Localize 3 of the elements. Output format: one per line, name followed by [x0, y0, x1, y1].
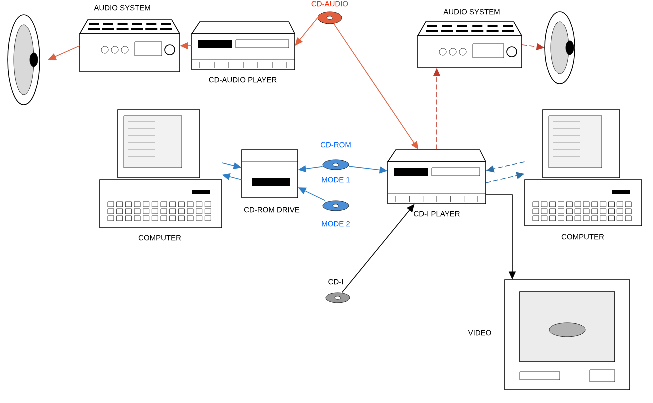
arrow	[295, 18, 318, 46]
speaker-drawing	[544, 12, 576, 84]
speaker-drawing	[8, 14, 40, 106]
